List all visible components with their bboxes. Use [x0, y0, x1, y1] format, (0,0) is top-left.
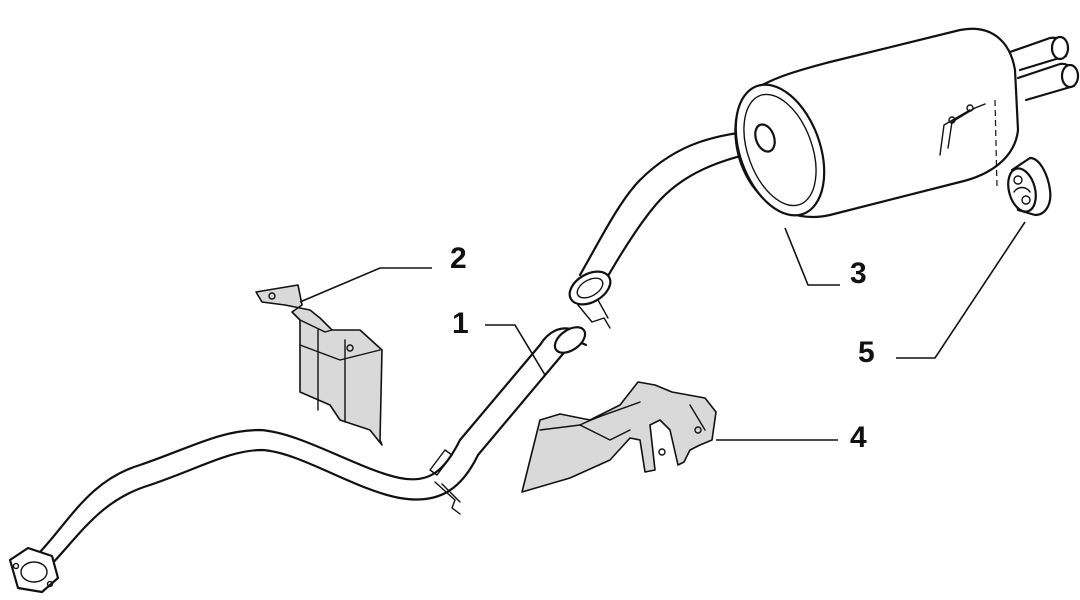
assembly-line [994, 99, 998, 189]
callout-4: 4 [850, 421, 867, 454]
front-flange [8, 546, 60, 594]
tailpipes [1008, 35, 1080, 102]
part-1-front-pipe[interactable] [8, 322, 590, 594]
leader-2 [299, 267, 432, 303]
callout-1: 1 [452, 307, 469, 340]
part-2-heat-shield[interactable] [255, 284, 383, 446]
leader-5 [896, 221, 1026, 359]
callout-2: 2 [450, 242, 467, 275]
callout-5: 5 [858, 336, 875, 369]
pipe-clamp [568, 270, 612, 329]
part-4-heat-shield[interactable] [521, 381, 717, 493]
part-5-rubber-mount[interactable] [1004, 156, 1052, 217]
leader-3 [784, 227, 840, 286]
leader-lines [299, 221, 1026, 441]
callout-labels: 1 2 3 4 5 [450, 242, 875, 454]
callout-3: 3 [850, 257, 867, 290]
leader-1 [485, 324, 546, 376]
part-3-rear-muffler[interactable] [564, 27, 1080, 329]
